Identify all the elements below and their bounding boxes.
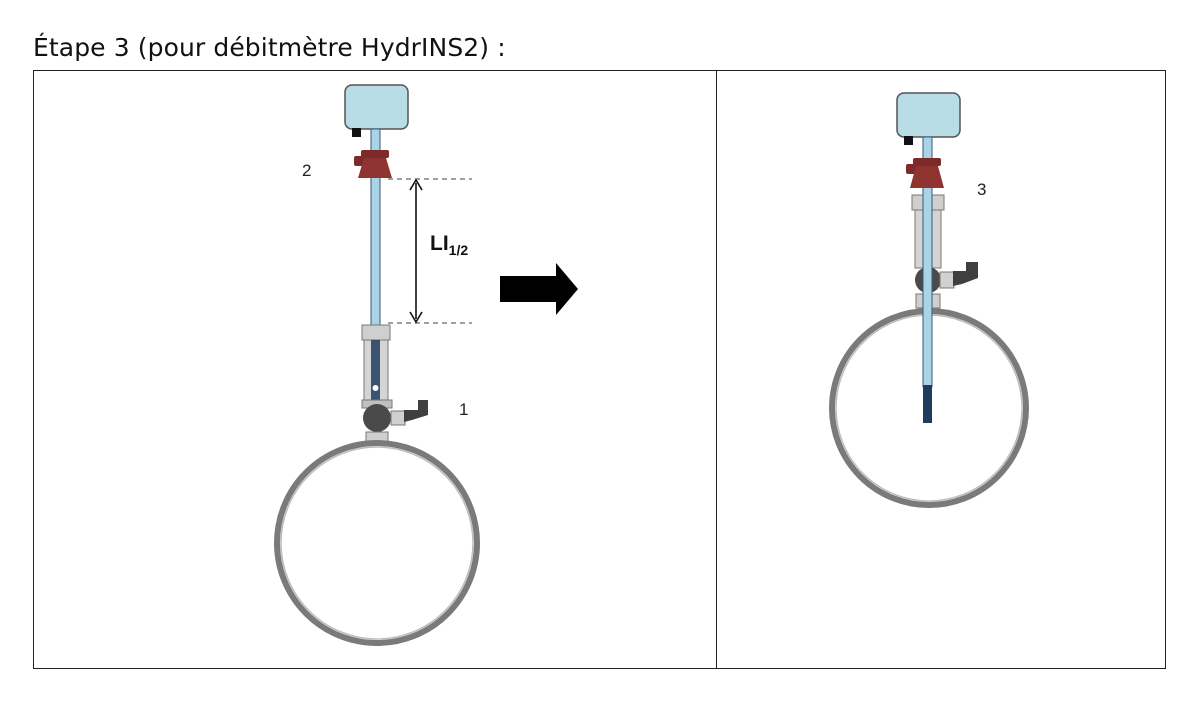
dimension-sub: 1/2	[448, 242, 469, 258]
dimension-marker	[388, 178, 472, 324]
probe-rod-tip-right	[923, 385, 932, 423]
callout-1: 1	[459, 400, 469, 419]
locking-collar	[354, 150, 392, 178]
panel-divider	[716, 70, 717, 669]
callout-2: 2	[302, 161, 312, 180]
sensor-head	[344, 84, 409, 130]
dimension-main: LI	[430, 232, 449, 255]
dimension-label: LI1/2	[430, 232, 468, 258]
left-panel-assembly	[274, 84, 480, 646]
step-heading: Étape 3 (pour débitmètre HydrINS2) :	[33, 33, 506, 62]
sensor-head-right	[896, 92, 961, 138]
right-panel-assembly	[829, 92, 1029, 508]
diagram-frame	[33, 70, 1166, 669]
arrow-right-icon	[500, 263, 578, 315]
sensor-connector	[352, 128, 361, 137]
packing-gland	[361, 324, 391, 401]
callout-3: 3	[977, 180, 987, 199]
pipe-section	[274, 440, 480, 646]
